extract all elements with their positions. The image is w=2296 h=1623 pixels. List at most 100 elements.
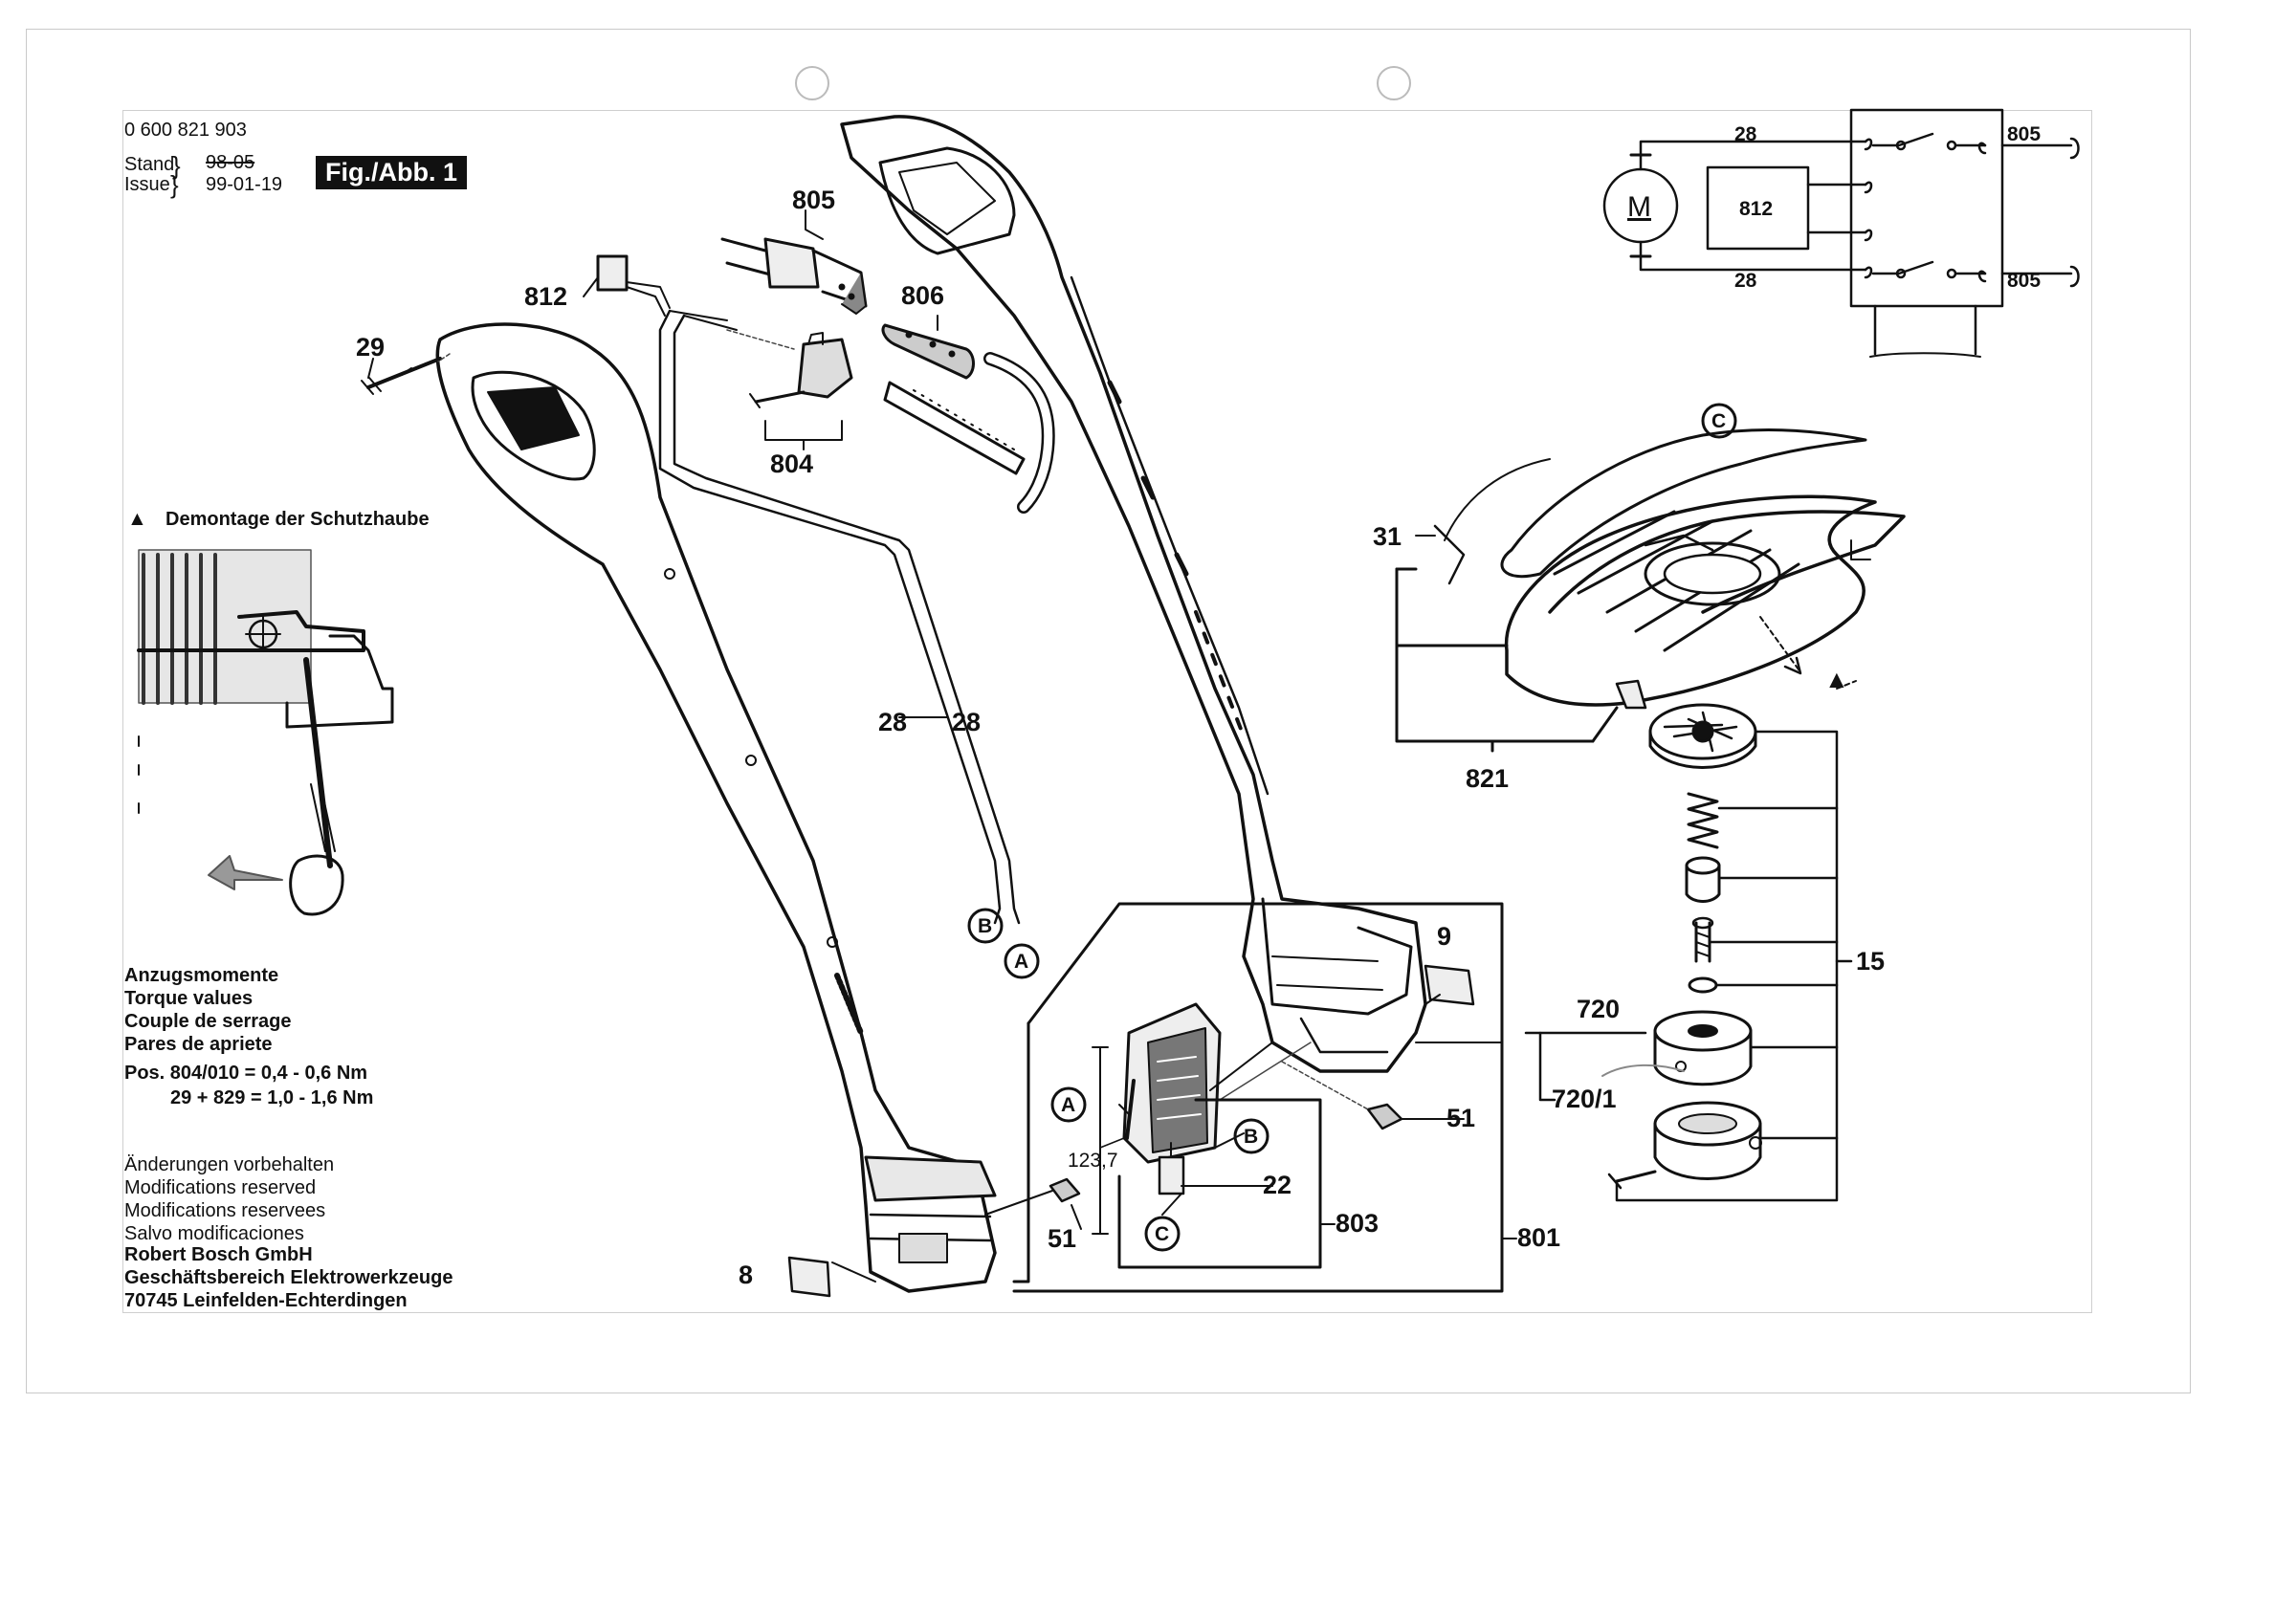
label-9: 9 (1437, 922, 1452, 951)
brace-symbol-2: } (170, 170, 179, 199)
switch-804 (726, 329, 853, 450)
power-cord (883, 352, 1055, 514)
brace-symbol: } (172, 151, 181, 180)
punch-hole-right (1377, 66, 1411, 100)
bracket-803 (1117, 1098, 1322, 1269)
torque-spec-2: 29 + 829 = 1,0 - 1,6 Nm (170, 1087, 374, 1108)
torque-spec-1: Pos. 804/010 = 0,4 - 0,6 Nm (124, 1063, 368, 1084)
spool-720 (1653, 1010, 1753, 1086)
company-line-2: Geschäftsbereich Elektrowerkzeuge (124, 1267, 453, 1288)
circle-label-b1: B (978, 915, 993, 937)
callout-circle-b2 (1233, 1118, 1269, 1154)
label-28-right: 28 (952, 708, 982, 736)
label-8: 8 (739, 1261, 754, 1289)
schematic-wire-bottom: 28 (1734, 270, 1757, 292)
leader-805 (805, 209, 824, 240)
company-line-3: 70745 Leinfelden-Echterdingen (124, 1290, 408, 1311)
schematic-plug-bottom: 805 (2007, 270, 2042, 292)
label-812: 812 (524, 282, 568, 311)
bolt (1691, 916, 1714, 963)
stand-label: Stand (124, 154, 175, 175)
part-9-label (1424, 964, 1475, 1006)
label-806: 806 (901, 281, 945, 310)
cover-removal-illustration (137, 549, 394, 916)
label-31: 31 (1373, 522, 1402, 551)
dimension-label: 123,7 (1068, 1150, 1118, 1172)
note-line-2: Modifications reserved (124, 1177, 317, 1198)
callout-circle-c1 (1701, 403, 1737, 439)
schematic-module-label: 812 (1739, 198, 1774, 220)
circle-label-c2: C (1155, 1223, 1170, 1245)
bracket-720 (1524, 1031, 1685, 1102)
label-51-right: 51 (1446, 1104, 1476, 1132)
circle-label-c1: C (1711, 410, 1727, 432)
leader-812 (583, 276, 599, 297)
screw-29 (361, 353, 451, 395)
housing-screw (1607, 1170, 1657, 1190)
label-803: 803 (1336, 1209, 1380, 1238)
part-8-label (787, 1256, 876, 1298)
stand-value: 98-05 (206, 152, 255, 173)
torque-line-3: Couple de serrage (124, 1011, 292, 1032)
schematic-motor-label: M (1627, 191, 1651, 223)
label-22: 22 (1263, 1171, 1292, 1199)
note-line-3: Modifications reservees (124, 1200, 326, 1221)
label-29: 29 (356, 333, 386, 362)
spool-housing (1653, 1101, 1762, 1180)
callout-circle-a1 (1004, 943, 1040, 979)
schematic-wire-top: 28 (1734, 123, 1757, 145)
housing-left-half (435, 322, 997, 1293)
bracket-801 (1012, 902, 1504, 1293)
note-line-4: Salvo modificaciones (124, 1223, 304, 1244)
circle-label-a2: A (1061, 1094, 1076, 1116)
wiring-schematic (1602, 108, 2080, 358)
schematic-plug-top: 805 (2007, 123, 2042, 145)
label-801: 801 (1517, 1223, 1561, 1252)
circle-label-b2: B (1244, 1126, 1259, 1148)
wire-harness-28 (658, 309, 1021, 925)
spring (1687, 792, 1719, 849)
guard-821 (1433, 428, 1906, 710)
leader-51-left (984, 1190, 1053, 1216)
leader-51-left-2 (1071, 1204, 1082, 1230)
label-804: 804 (770, 450, 814, 478)
circle-label-a1: A (1014, 951, 1029, 973)
label-720-1: 720/1 (1552, 1085, 1617, 1113)
label-51-left: 51 (1048, 1224, 1077, 1253)
issue-value: 99-01-19 (206, 174, 283, 195)
drawing-sheet (26, 29, 2191, 1393)
figure-badge: Fig./Abb. 1 (316, 156, 467, 189)
punch-hole-left (795, 66, 829, 100)
leader-9 (1424, 994, 1441, 1005)
spool-cover (1648, 703, 1757, 769)
module-812 (596, 254, 671, 317)
drawing-frame (122, 110, 2092, 1313)
label-15: 15 (1856, 947, 1886, 976)
leader-29 (367, 358, 374, 379)
leader-c2 (1161, 1193, 1182, 1216)
label-805: 805 (792, 186, 836, 214)
note-line-1: Änderungen vorbehalten (124, 1154, 335, 1175)
part-number: 0 600 821 903 (124, 120, 247, 141)
warning-triangle-icon-guard: ▲ (1824, 665, 1849, 693)
warning-triangle-icon: ▲ (127, 508, 147, 530)
torque-line-4: Pares de apriete (124, 1034, 273, 1055)
washer (1688, 976, 1718, 994)
company-line-1: Robert Bosch GmbH (124, 1244, 313, 1265)
callout-circle-b1 (967, 908, 1004, 944)
housing-right-half (840, 115, 1427, 1073)
section-title: Demontage der Schutzhaube (166, 509, 430, 530)
motor-803 (1049, 1002, 1312, 1235)
bracket-821 (1395, 567, 1619, 753)
leader-a2 (1118, 1104, 1130, 1115)
bracket-15 (1615, 730, 1853, 1202)
label-720: 720 (1577, 995, 1621, 1023)
label-821: 821 (1466, 764, 1510, 793)
label-28-left: 28 (878, 708, 908, 736)
plug-805 (720, 237, 868, 315)
leader-c1 (1850, 539, 1871, 560)
callout-circle-c2 (1144, 1216, 1181, 1252)
issue-label: Issue (124, 174, 170, 195)
sleeve (1685, 856, 1721, 903)
